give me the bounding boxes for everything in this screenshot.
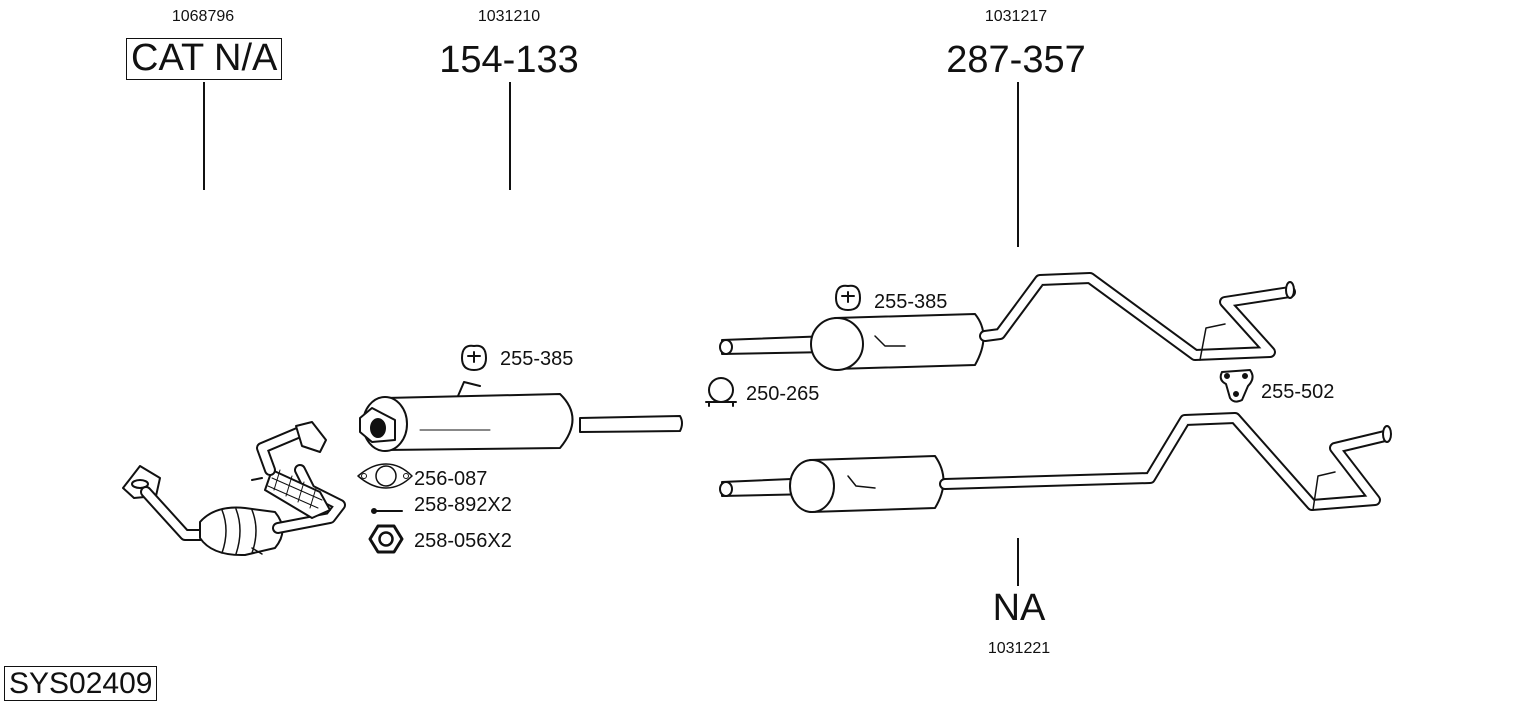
rubber-mount-icon[interactable] [1219,369,1254,403]
rubber-mount-front-label[interactable]: 255-385 [500,348,574,370]
front-silencer-inlet-hole [370,418,386,438]
catalyst-outlet-pipe-inner [274,466,344,532]
front-silencer-drawing[interactable] [359,381,683,452]
flex-mesh [267,469,323,509]
catalyst-inlet-pipe-inner [142,488,209,539]
front-silencer-tailpipe [579,415,683,433]
catalyst-part-number[interactable]: CAT N/A [126,38,283,80]
system-id: SYS02409 [4,666,158,701]
system-id-box: SYS02409 [4,666,158,701]
bolt-icon[interactable] [371,508,403,514]
rear-a-inlet-end [719,339,733,355]
rear-b-inlet-end [719,481,733,497]
front-silencer-ref: 1031210 [477,8,541,25]
catalyst-body [199,506,284,557]
front-silencer-part-number[interactable]: 154-133 [439,39,579,81]
catalyst-bracket [251,547,263,555]
rear-silencer-a-leader-line [1017,82,1019,247]
catalyst-drawing[interactable] [122,421,346,557]
catalyst-part-label: CAT N/A [126,38,283,80]
nut-icon[interactable] [368,524,404,554]
rear-a-end-cap [810,317,864,371]
lambda-sensor-port [251,477,263,481]
rear-silencer-a-drawing[interactable] [719,272,1296,371]
rear-a-tailpipe-inner [981,274,1294,359]
nut-label[interactable]: 258-056X2 [414,530,512,552]
rear-silencer-b-part-number[interactable]: NA [992,587,1046,629]
clamp-icon[interactable] [705,377,737,407]
rear-b-tail-hanger [1312,471,1336,511]
rear-b-end-cap [789,459,835,513]
rubber-mount-rear-label[interactable]: 255-385 [874,291,948,313]
downpipe-inner [258,428,304,474]
rear-a-tail-end [1285,281,1295,299]
rubber-mount-icon[interactable] [835,284,861,311]
gasket-icon[interactable] [357,463,413,489]
flange-hole [131,479,149,489]
front-silencer-leader-line [509,82,511,190]
front-silencer-body [384,393,574,451]
rubber-mount-tail-label[interactable]: 255-502 [1261,381,1335,403]
rear-silencer-a-ref: 1031217 [984,8,1048,25]
clamp-label[interactable]: 250-265 [746,383,820,405]
rear-b-tailpipe-inner [941,414,1389,509]
catalyst-ref: 1068796 [171,8,235,25]
rear-silencer-b-leader-line [1017,538,1019,586]
rear-b-hanger [847,475,876,489]
rear-a-tail-hanger [1199,323,1226,361]
front-silencer-hanger [457,381,481,397]
rear-silencer-b-ref: 1031221 [987,640,1051,657]
bolt-label[interactable]: 258-892X2 [414,494,512,516]
rear-silencer-a-part-number[interactable]: 287-357 [946,39,1086,81]
downpipe-flange [295,421,327,453]
rear-silencer-b-drawing[interactable] [719,412,1392,513]
rear-a-hanger [874,335,906,347]
gasket-label[interactable]: 256-087 [414,468,488,490]
catalyst-leader-line [203,82,205,190]
rear-b-tail-end [1382,425,1392,443]
rear-b-tailpipe [939,412,1391,511]
rubber-mount-icon[interactable] [461,344,487,371]
